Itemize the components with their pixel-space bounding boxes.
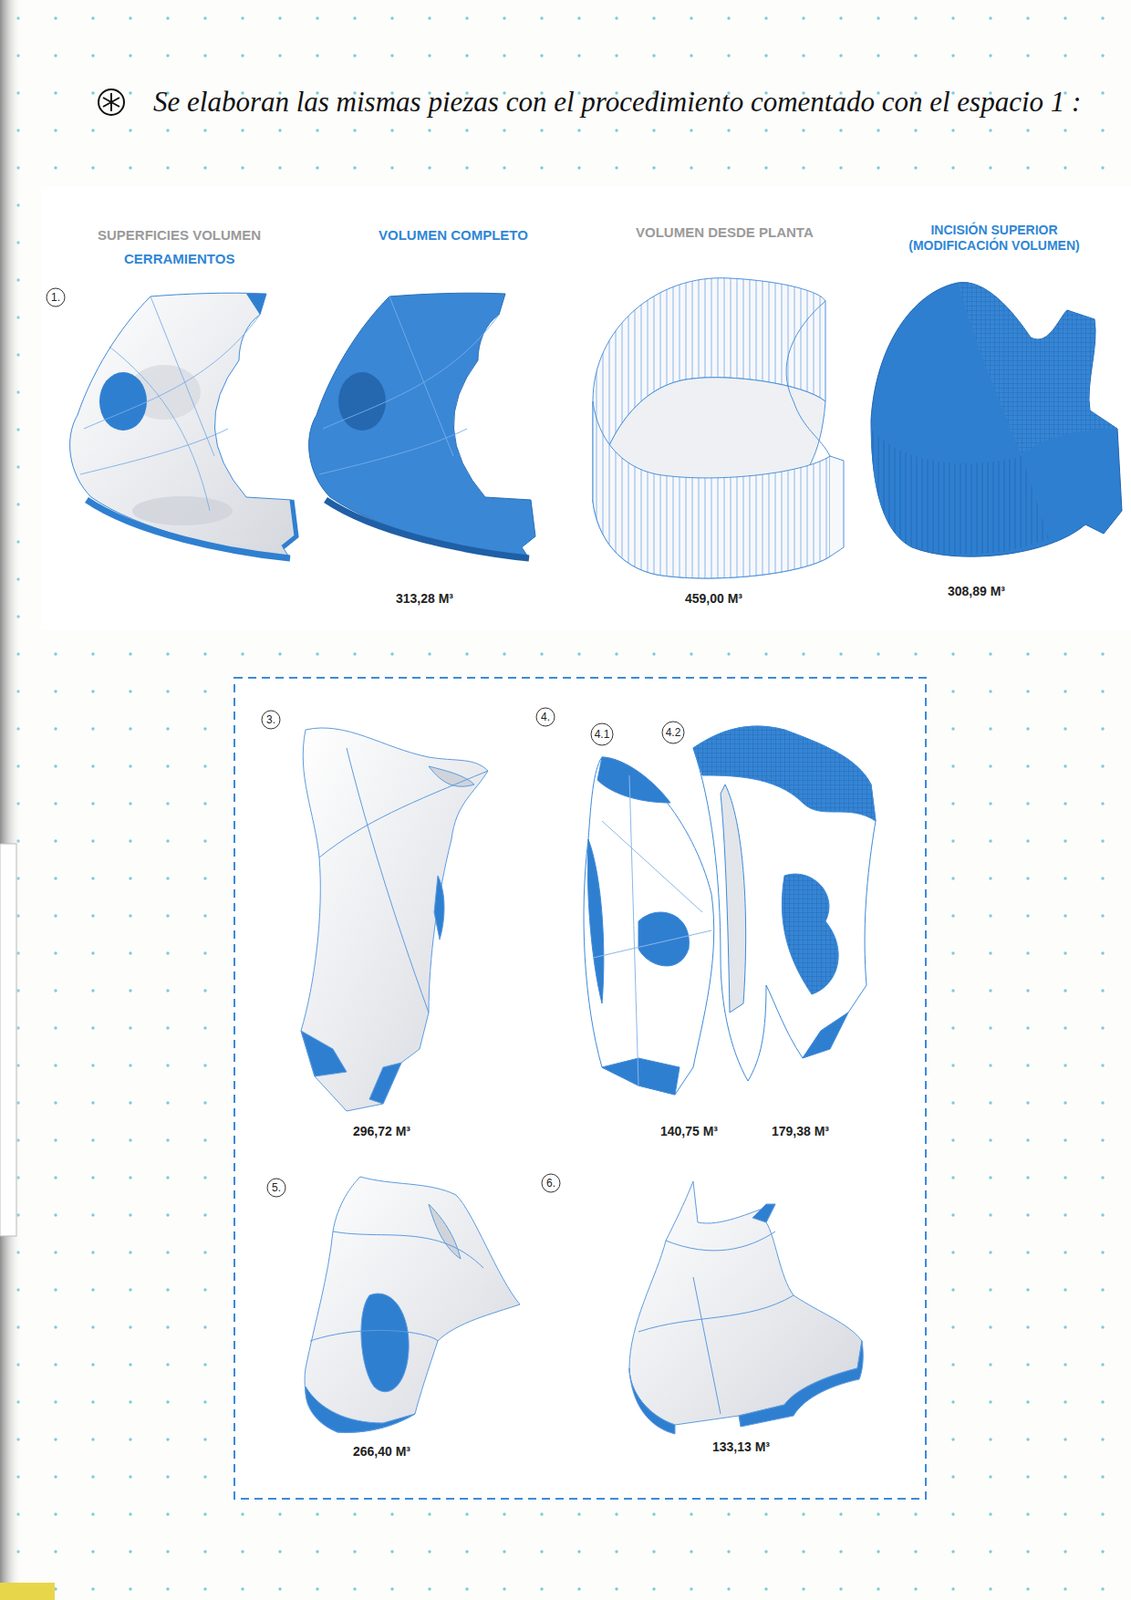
handwritten-title: Se elaboran las mismas piezas con el pro… <box>122 78 1108 126</box>
callout-circle: 5. <box>266 1177 287 1198</box>
piece-figure <box>629 1181 863 1434</box>
callout-ring <box>267 1178 286 1197</box>
piece-figure <box>693 726 876 1081</box>
callout-ring <box>541 1173 561 1193</box>
callout-circle: 3. <box>260 709 281 730</box>
callout-number: 4. <box>540 710 550 724</box>
piece-figure <box>304 1176 520 1432</box>
volume-value: 308,89 M³ <box>947 583 1006 600</box>
callout-circle: 4.2 <box>661 720 685 745</box>
piece-figure <box>300 727 488 1111</box>
column-heading: VOLUMEN COMPLETO <box>378 227 529 244</box>
callout-ring <box>591 723 613 746</box>
volume-value: 179,38 M³ <box>771 1123 830 1140</box>
volume-value: 459,00 M³ <box>684 591 743 607</box>
extruded-plan-figure <box>592 278 844 579</box>
dashed-frame <box>234 677 926 1499</box>
column-heading: INCISIÓN SUPERIOR (MODIFICACIÓN VOLUMEN) <box>888 222 1100 254</box>
asterisk-symbol <box>98 89 125 115</box>
volume-value: 296,72 M³ <box>352 1123 411 1140</box>
callout-circle: 4.1 <box>590 722 614 747</box>
callout-number: 5. <box>271 1181 281 1194</box>
volume-value: 140,75 M³ <box>660 1123 718 1140</box>
volume-value: 266,40 M³ <box>352 1443 411 1460</box>
column-heading: CERRAMIENTOS <box>124 250 235 268</box>
callout-ring <box>46 288 65 307</box>
callout-number: 4.1 <box>594 727 611 741</box>
callout-ring <box>536 707 555 727</box>
page-edge <box>0 0 22 1600</box>
paper-tab <box>0 1582 55 1600</box>
callout-circle: 4. <box>535 706 556 727</box>
volume-value: 313,28 M³ <box>395 591 454 607</box>
callout-circle: 1. <box>45 287 66 308</box>
surface-figure <box>70 292 297 559</box>
column-heading: SUPERFICIES VOLUMEN <box>97 227 261 244</box>
callout-number: 1. <box>51 290 61 304</box>
callout-ring <box>662 721 685 744</box>
callout-ring <box>261 710 281 729</box>
volume-figure <box>309 292 536 559</box>
piece-figure <box>583 757 715 1095</box>
callout-number: 4.2 <box>665 726 682 739</box>
printed-panel <box>41 186 1131 630</box>
callout-number: 3. <box>266 713 276 727</box>
volume-value: 133,13 M³ <box>712 1439 770 1455</box>
callout-number: 6. <box>546 1176 556 1190</box>
incision-figure <box>871 282 1122 558</box>
paper-tab <box>0 843 17 1236</box>
column-heading: VOLUMEN DESDE PLANTA <box>635 224 814 241</box>
callout-circle: 6. <box>540 1172 561 1194</box>
